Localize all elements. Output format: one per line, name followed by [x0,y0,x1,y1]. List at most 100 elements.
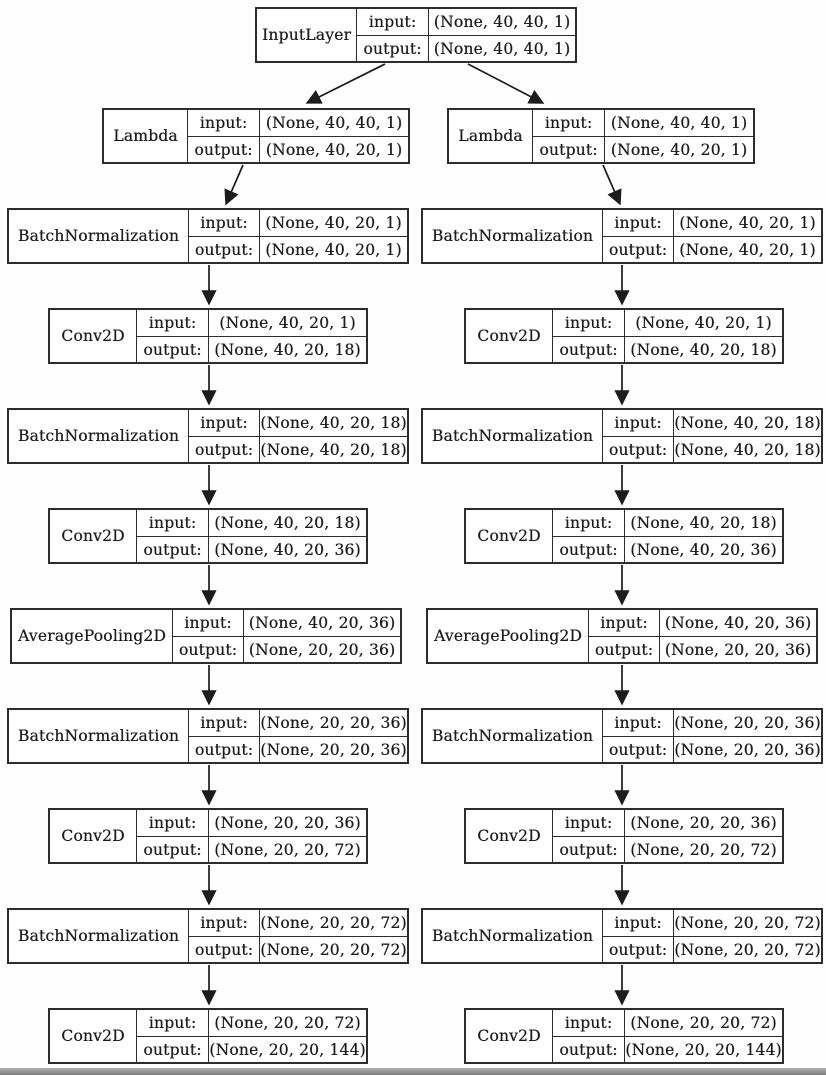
output-shape-cell: (None, 20, 20, 144) [209,1036,366,1062]
output-shape-cell: (None, 40, 20, 36) [209,536,366,562]
output-label-cell: output: [553,836,625,862]
output-shape-cell: (None, 20, 20, 36) [260,736,407,762]
input-label-cell: input: [189,910,260,936]
layer-name-cell: BatchNormalization [423,710,603,762]
input-shape-cell: (None, 40, 20, 1) [635,314,772,332]
input-label-cell: input: [189,710,260,736]
layer-name-cell: BatchNormalization [9,910,189,962]
output-shape-cell: (None, 40, 20, 18) [674,436,821,462]
input-label-cell: input: [188,110,260,136]
input-shape-cell: (None, 20, 20, 36) [214,814,361,832]
output-label-cell: output: [603,236,674,262]
output-shape-cell: (None, 20, 20, 36) [674,736,821,762]
input-shape-cell: (None, 40, 40, 1) [265,114,403,132]
output-label-cell: output: [137,836,209,862]
input-shape-cell: (None, 20, 20, 72) [674,914,821,932]
input-shape-cell: (None, 40, 40, 1) [433,13,571,31]
layer-name-cell: BatchNormalization [423,210,603,262]
input-shape-cell: (None, 40, 20, 18) [260,414,407,432]
layer-name-cell: Conv2D [50,810,137,862]
input-label-cell: input: [137,1010,209,1036]
layer-name-cell: InputLayer [257,9,357,61]
output-label-cell: output: [603,736,674,762]
layer-node-left-4-batchnormalization: BatchNormalization input: (None, 40, 20,… [7,408,409,464]
layer-node-left-8-conv2d: Conv2D input: (None, 20, 20, 36) output:… [48,808,368,864]
layer-node-left-1-lambda: Lambda input: (None, 40, 40, 1) output: … [102,108,410,164]
input-label-cell: input: [603,210,674,236]
input-label-cell: input: [553,310,625,336]
output-label-cell: output: [357,35,429,61]
input-label-cell: input: [553,510,625,536]
output-label-cell: output: [137,1036,209,1062]
input-shape-cell: (None, 20, 20, 36) [674,714,821,732]
layer-name-cell: Lambda [104,110,188,162]
input-label-cell: input: [357,9,429,35]
layer-node-right-4-batchnormalization: BatchNormalization input: (None, 40, 20,… [421,408,823,464]
input-label-cell: input: [137,510,209,536]
output-label-cell: output: [173,636,244,662]
layer-name-cell: Lambda [449,110,533,162]
layer-node-left-9-batchnormalization: BatchNormalization input: (None, 20, 20,… [7,908,409,964]
layer-node-right-3-conv2d: Conv2D input: (None, 40, 20, 1) output: … [464,308,784,364]
layer-name-cell: Conv2D [466,1010,553,1062]
layer-name-cell: BatchNormalization [9,710,189,762]
layer-node-right-2-batchnormalization: BatchNormalization input: (None, 40, 20,… [421,208,823,264]
input-shape-cell: (None, 40, 20, 18) [630,514,777,532]
input-label-cell: input: [603,410,674,436]
layer-name-cell: Conv2D [466,810,553,862]
layer-name-cell: BatchNormalization [9,410,189,462]
output-shape-cell: (None, 20, 20, 36) [660,636,816,662]
output-shape-cell: (None, 40, 20, 18) [625,336,782,362]
output-label-cell: output: [189,936,260,962]
layer-node-right-8-conv2d: Conv2D input: (None, 20, 20, 36) output:… [464,808,784,864]
layer-name-cell: BatchNormalization [423,910,603,962]
input-shape-cell: (None, 20, 20, 72) [214,1014,361,1032]
input-label-cell: input: [137,310,209,336]
output-shape-cell: (None, 20, 20, 144) [625,1036,782,1062]
input-shape-cell: (None, 20, 20, 36) [260,714,407,732]
layer-node-right-7-batchnormalization: BatchNormalization input: (None, 20, 20,… [421,708,823,764]
output-label-cell: output: [189,436,260,462]
page-edge-shadow [0,1068,826,1075]
layer-node-left-7-batchnormalization: BatchNormalization input: (None, 20, 20,… [7,708,409,764]
input-label-cell: input: [603,710,674,736]
input-shape-cell: (None, 40, 20, 1) [679,214,816,232]
output-label-cell: output: [189,236,260,262]
layer-node-inputlayer: InputLayer input: (None, 40, 40, 1) outp… [255,7,577,63]
output-shape-cell: (None, 20, 20, 72) [209,836,366,862]
layer-name-cell: BatchNormalization [423,410,603,462]
output-shape-cell: (None, 20, 20, 72) [674,936,821,962]
flow-arrow [602,164,622,206]
layer-node-right-10-conv2d: Conv2D input: (None, 20, 20, 72) output:… [464,1008,784,1064]
layer-name-cell: Conv2D [50,510,137,562]
flow-arrow [305,63,386,104]
input-shape-cell: (None, 40, 20, 1) [219,314,356,332]
layer-name-cell: BatchNormalization [9,210,189,262]
output-shape-cell: (None, 20, 20, 72) [260,936,407,962]
layer-node-right-1-lambda: Lambda input: (None, 40, 40, 1) output: … [447,108,755,164]
layer-node-left-6-averagepooling2d: AveragePooling2D input: (None, 40, 20, 3… [10,608,402,664]
output-shape-cell: (None, 40, 20, 1) [260,136,408,162]
input-label-cell: input: [589,610,660,636]
flow-arrow [224,164,244,206]
input-label-cell: input: [553,810,625,836]
output-shape-cell: (None, 40, 20, 18) [260,436,407,462]
layer-name-cell: Conv2D [50,1010,137,1062]
output-label-cell: output: [533,136,605,162]
layer-node-left-5-conv2d: Conv2D input: (None, 40, 20, 18) output:… [48,508,368,564]
layer-name-cell: Conv2D [466,310,553,362]
layer-node-left-2-batchnormalization: BatchNormalization input: (None, 40, 20,… [7,208,409,264]
input-shape-cell: (None, 40, 20, 36) [664,614,812,632]
output-label-cell: output: [603,436,674,462]
output-label-cell: output: [189,736,260,762]
input-shape-cell: (None, 40, 40, 1) [610,114,748,132]
output-label-cell: output: [603,936,674,962]
output-shape-cell: (None, 40, 20, 1) [260,236,407,262]
output-shape-cell: (None, 40, 20, 36) [625,536,782,562]
input-label-cell: input: [173,610,244,636]
layer-node-right-5-conv2d: Conv2D input: (None, 40, 20, 18) output:… [464,508,784,564]
output-shape-cell: (None, 40, 40, 1) [429,35,575,61]
output-label-cell: output: [553,1036,625,1062]
output-shape-cell: (None, 40, 20, 1) [605,136,753,162]
